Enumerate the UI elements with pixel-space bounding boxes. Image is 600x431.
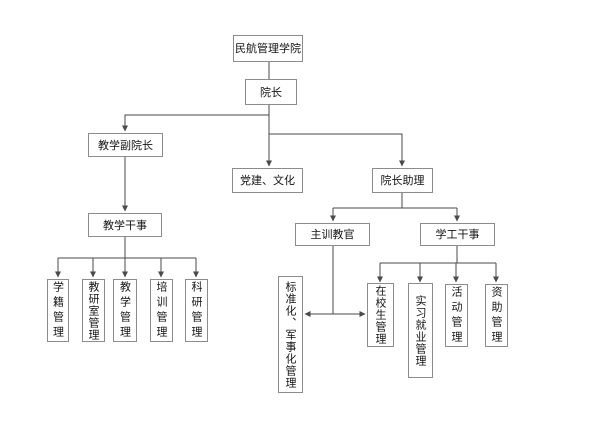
node-root: 民航管理学院 <box>233 35 303 62</box>
node-dean: 院长 <box>245 79 297 105</box>
node-activity-mgmt: 活动管理 <box>445 284 468 347</box>
node-standardization-military-mgmt: 标准化、军事化管理 <box>278 276 303 393</box>
node-dean-assistant: 院长助理 <box>372 168 433 193</box>
node-research-mgmt: 科研管理 <box>185 279 208 342</box>
node-teaching-research-office-mgmt: 教研室管理 <box>82 279 105 342</box>
node-chief-instructor: 主训教官 <box>295 223 370 246</box>
node-internship-employment-mgmt: 实习就业管理 <box>408 283 433 378</box>
node-funding-mgmt: 资助管理 <box>485 284 508 347</box>
node-training-mgmt: 培训管理 <box>150 279 173 342</box>
node-student-records-mgmt: 学籍管理 <box>47 279 69 342</box>
node-teaching-officer: 教学干事 <box>88 213 162 237</box>
node-party-culture: 党建、文化 <box>232 168 303 193</box>
node-teaching-mgmt: 教学管理 <box>113 279 137 342</box>
node-current-student-mgmt: 在校生管理 <box>367 283 394 347</box>
node-student-affairs-officer: 学工干事 <box>420 223 495 246</box>
node-vice-dean: 教学副院长 <box>88 133 163 157</box>
